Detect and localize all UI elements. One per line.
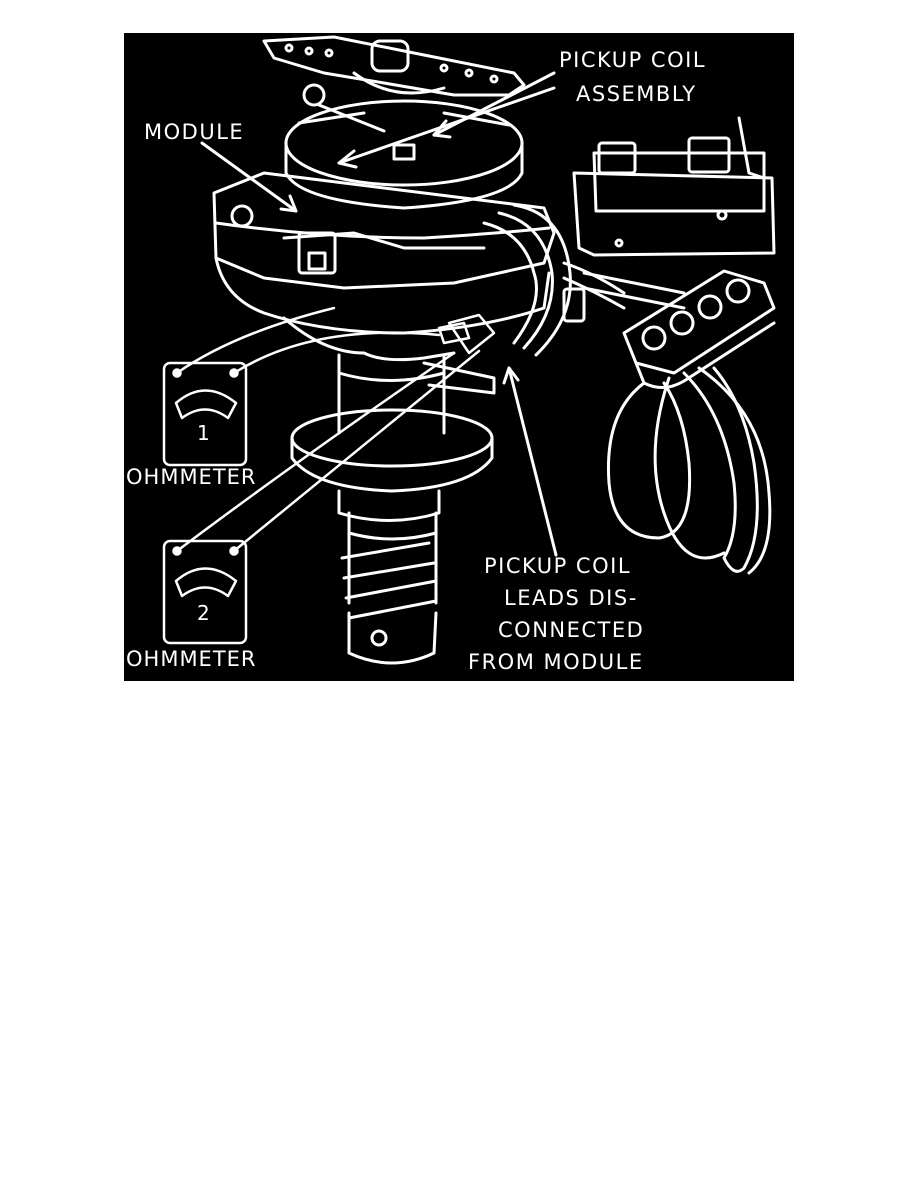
module-label: MODULE (144, 120, 245, 144)
pickup-coil-assembly-label-line1: PICKUP COIL (559, 48, 707, 72)
pickup-coil-assembly (284, 83, 524, 210)
wire-loops (606, 366, 772, 575)
distributor-illustration (162, 35, 776, 665)
test-leads (175, 306, 496, 553)
distributor-housing (282, 316, 496, 522)
ohmmeter-2-body (162, 539, 248, 645)
wiring-harness (482, 203, 686, 357)
connector-bracket (572, 116, 776, 257)
leads-label-line3: CONNECTED (498, 618, 645, 642)
pickup-coil-assembly-label-line2: ASSEMBLY (576, 82, 697, 106)
module-body (212, 171, 556, 335)
vacuum-plate (262, 35, 526, 97)
ohmmeter-1-caption: OHMMETER (126, 465, 257, 489)
ohmmeter-2-number: 2 (197, 601, 210, 625)
four-pin-connector (622, 269, 776, 389)
distributor-diagram: PICKUP COIL ASSEMBLY MODULE PICKUP COIL … (124, 33, 794, 681)
leads-label-line1: PICKUP COIL (484, 554, 632, 578)
leads-label-line2: LEADS DIS- (504, 586, 638, 610)
callout-arrows (200, 71, 558, 557)
leads-label-line4: FROM MODULE (468, 650, 644, 674)
ohmmeter-2-caption: OHMMETER (126, 647, 257, 671)
drive-gear (340, 511, 438, 665)
ohmmeter-1-body (162, 361, 248, 467)
ohmmeter-1-number: 1 (197, 421, 210, 445)
